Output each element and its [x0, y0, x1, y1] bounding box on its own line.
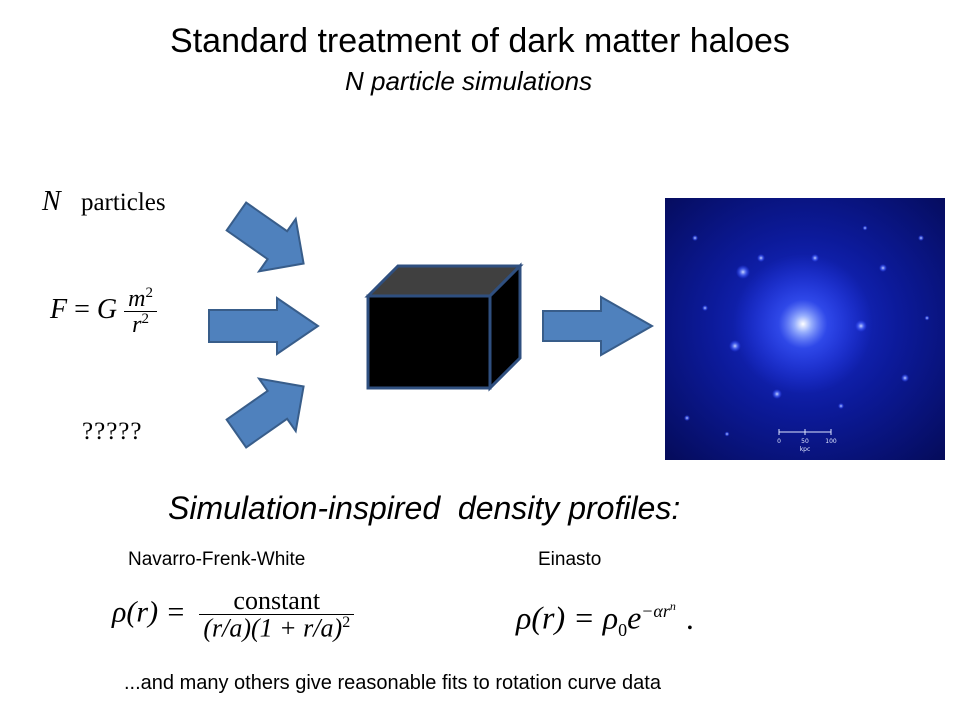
- footer-note: ...and many others give reasonable fits …: [124, 672, 661, 694]
- einasto-exponent: −αr: [641, 601, 670, 621]
- nfw-lhs: ρ(r) =: [112, 595, 186, 629]
- scale-tick-50: 50: [801, 438, 809, 445]
- einasto-e: e: [627, 599, 642, 636]
- einasto-lhs: ρ(r) = ρ: [516, 599, 619, 636]
- force-fraction: m2 r2: [124, 286, 157, 337]
- particles-label: particles: [80, 189, 166, 216]
- slide-title: Standard treatment of dark matter haloes: [170, 22, 790, 60]
- nfw-label: Navarro-Frenk-White: [128, 549, 306, 570]
- equals-sign: =: [74, 293, 97, 325]
- scale-tick-0: 0: [777, 438, 781, 445]
- force-numerator: m: [128, 286, 146, 312]
- simulation-halo-image: 0 50 100 kpc: [665, 198, 945, 460]
- nfw-numerator: constant: [233, 586, 321, 615]
- einasto-label: Einasto: [538, 549, 602, 570]
- force-denominator-exp: 2: [141, 311, 149, 327]
- nfw-denominator: (r/a)(1 + r/a): [203, 613, 343, 643]
- force-lhs: F: [50, 293, 68, 325]
- arrow-top-icon: [225, 201, 305, 273]
- force-denominator: r: [132, 312, 142, 338]
- force-equation: F = G m2 r2: [50, 286, 157, 337]
- einasto-subscript: 0: [618, 620, 628, 641]
- force-g: G: [96, 293, 118, 325]
- force-numerator-exp: 2: [145, 285, 153, 301]
- nfw-fraction: constant (r/a)(1 + r/a)2: [199, 586, 355, 643]
- nfw-denominator-exp: 2: [342, 614, 351, 631]
- einasto-end: .: [685, 599, 694, 636]
- particles-var: N: [42, 186, 61, 217]
- arrow-output-icon: [542, 295, 655, 357]
- einasto-equation: ρ(r) = ρ0e−αrn.: [516, 600, 694, 639]
- scale-tick-100: 100: [825, 438, 837, 445]
- einasto-exponent-sup: n: [669, 599, 676, 613]
- scale-unit: kpc: [800, 446, 811, 453]
- profiles-heading: Simulation-inspired density profiles:: [168, 490, 681, 526]
- arrow-bottom-icon: [225, 377, 305, 449]
- particles-input: N particles: [42, 186, 166, 218]
- unknown-input: ?????: [82, 418, 143, 445]
- nfw-equation: ρ(r) = constant (r/a)(1 + r/a)2: [112, 586, 355, 643]
- arrow-middle-icon: [208, 296, 320, 356]
- slide-subtitle: N particle simulations: [345, 66, 593, 96]
- black-box-icon: [364, 262, 524, 392]
- subhalo: [736, 265, 750, 279]
